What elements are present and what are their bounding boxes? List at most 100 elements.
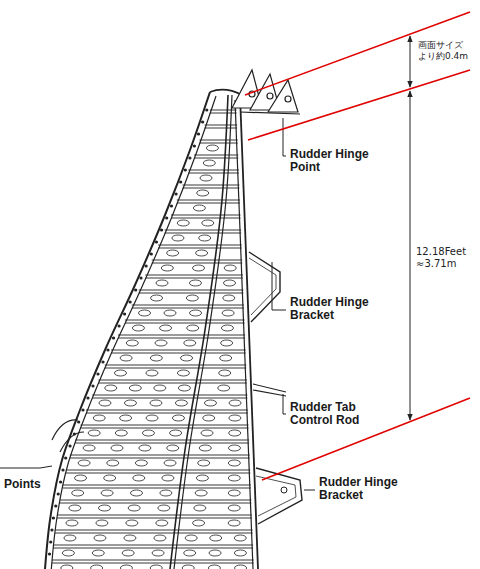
lightening-hole bbox=[99, 400, 111, 406]
lightening-hole bbox=[150, 355, 162, 361]
rivet bbox=[87, 397, 89, 399]
lightening-hole bbox=[139, 310, 151, 316]
rib bbox=[118, 335, 245, 338]
leader-lines bbox=[0, 118, 315, 490]
lightening-hole bbox=[222, 310, 234, 316]
lightening-hole bbox=[228, 505, 240, 511]
rib bbox=[105, 365, 247, 368]
lightening-hole bbox=[142, 430, 154, 436]
rivet bbox=[124, 313, 126, 315]
leading-edge bbox=[45, 92, 210, 569]
lightening-hole bbox=[184, 550, 196, 556]
lightening-hole bbox=[146, 415, 158, 421]
lightening-hole bbox=[178, 385, 190, 391]
rib bbox=[177, 200, 240, 203]
lightening-hole bbox=[194, 505, 206, 511]
lightening-hole bbox=[160, 490, 172, 496]
lightening-hole bbox=[198, 460, 210, 466]
lightening-hole bbox=[139, 445, 151, 451]
rib bbox=[194, 155, 238, 158]
lightening-hole bbox=[105, 385, 117, 391]
lightening-hole bbox=[228, 520, 240, 526]
rib bbox=[63, 485, 251, 488]
lightening-hole bbox=[228, 460, 240, 466]
lightening-hole bbox=[167, 445, 179, 451]
lightening-hole bbox=[122, 550, 134, 556]
lightening-hole bbox=[224, 280, 236, 286]
lightening-hole bbox=[158, 505, 170, 511]
rib bbox=[158, 245, 242, 248]
rivet bbox=[155, 241, 157, 243]
lightening-hole bbox=[229, 400, 241, 406]
lightening-hole bbox=[83, 445, 95, 451]
lightening-hole bbox=[120, 565, 132, 569]
leading-edge-inner bbox=[51, 96, 216, 569]
lightening-hole bbox=[220, 355, 232, 361]
label-holder: Rudder Tab Control Rod bbox=[289, 401, 389, 428]
rivet bbox=[118, 325, 120, 327]
lightening-hole bbox=[88, 430, 100, 436]
rib bbox=[99, 380, 247, 383]
hinge-fittings bbox=[232, 70, 300, 114]
rib bbox=[55, 530, 253, 533]
rivet bbox=[140, 277, 142, 279]
lightening-hole bbox=[206, 145, 218, 151]
lightening-hole bbox=[197, 190, 209, 196]
rivet bbox=[51, 529, 53, 531]
lightening-hole bbox=[162, 475, 174, 481]
lightening-hole bbox=[184, 340, 196, 346]
part-label: Rudder Hinge Bracket bbox=[318, 476, 413, 502]
lightening-hole bbox=[187, 325, 199, 331]
rivet bbox=[62, 469, 64, 471]
lightening-hole bbox=[160, 325, 172, 331]
bracket-hole bbox=[281, 487, 287, 493]
lightening-hole bbox=[161, 265, 173, 271]
lightening-hole bbox=[75, 475, 87, 481]
label-holder: Rudder Hinge Bracket bbox=[289, 296, 384, 323]
rib bbox=[125, 320, 245, 323]
hinge-bracket bbox=[256, 476, 296, 516]
rivet bbox=[82, 409, 84, 411]
lightening-hole bbox=[177, 370, 189, 376]
lightening-hole bbox=[129, 385, 141, 391]
lightening-hole bbox=[104, 475, 116, 481]
lightening-hole bbox=[199, 445, 211, 451]
lightening-hole bbox=[228, 445, 240, 451]
rib bbox=[139, 290, 244, 293]
rivet bbox=[97, 373, 99, 375]
lightening-hole bbox=[115, 430, 127, 436]
lightening-hole bbox=[133, 475, 145, 481]
rivet bbox=[145, 265, 147, 267]
part-label: Points bbox=[3, 478, 42, 491]
rivet bbox=[78, 421, 80, 423]
fin-tip bbox=[210, 90, 242, 95]
rivet bbox=[189, 157, 191, 159]
label-holder: Rudder Hinge Point bbox=[289, 148, 384, 175]
rib bbox=[205, 125, 238, 128]
lightening-hole bbox=[96, 520, 108, 526]
rivet bbox=[107, 349, 109, 351]
lightening-hole bbox=[154, 385, 166, 391]
rivet bbox=[55, 505, 57, 507]
hinge-bracket bbox=[249, 252, 280, 322]
rib bbox=[165, 230, 242, 233]
rivet bbox=[60, 481, 62, 483]
rib bbox=[75, 440, 249, 443]
lightening-hole bbox=[62, 550, 74, 556]
rivet bbox=[180, 181, 182, 183]
lightening-hole bbox=[196, 475, 208, 481]
rib bbox=[132, 305, 244, 308]
lightening-hole bbox=[130, 490, 142, 496]
label-holder: Points bbox=[3, 474, 63, 492]
rib bbox=[111, 350, 246, 353]
rivet bbox=[52, 517, 54, 519]
lightening-hole bbox=[172, 235, 184, 241]
lightening-hole bbox=[186, 295, 198, 301]
rivet bbox=[184, 169, 186, 171]
lightening-hole bbox=[221, 340, 233, 346]
part-label: Rudder Hinge Bracket bbox=[289, 296, 384, 322]
lightening-hole bbox=[172, 415, 184, 421]
rivet bbox=[129, 301, 131, 303]
rib bbox=[188, 170, 239, 173]
lightening-hole bbox=[120, 355, 132, 361]
